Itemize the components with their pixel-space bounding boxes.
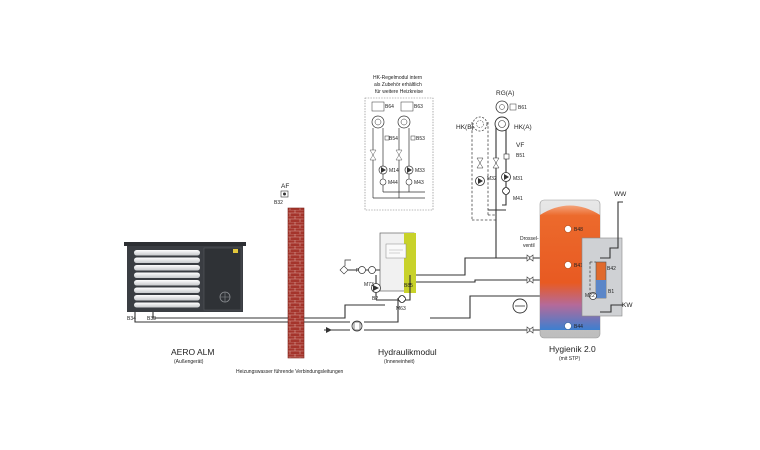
module-note-line-1: HK-Regelmodul intern [373, 75, 422, 81]
label-p: P [356, 268, 360, 274]
label-b1: B1 [608, 289, 614, 295]
hydraulic-module [379, 232, 416, 293]
heating-circuit-pipes [488, 125, 525, 259]
check-valves [526, 254, 534, 334]
outdoor-unit-subtitle: (Außengerät) [174, 359, 204, 365]
sensor-b48-icon [564, 225, 572, 233]
dirt-separator-icon [351, 320, 363, 332]
label-m73: M73 [364, 282, 374, 288]
radiator-a-icon [494, 116, 510, 132]
label-b54: B54 [389, 136, 398, 142]
pressure-gauge-icon [358, 266, 366, 274]
label-b53: B53 [416, 136, 425, 142]
expansion-safety-group: P [339, 259, 380, 275]
label-b85: B85 [404, 283, 413, 289]
heating-circuit-b [471, 116, 496, 221]
label-b34: B34 [127, 316, 136, 322]
expansion-vessel-icon [368, 266, 376, 274]
fresh-water-station [581, 201, 623, 317]
label-b64: B64 [385, 104, 394, 110]
mixer-m43-icon [405, 178, 413, 186]
outdoor-unit-title: AERO ALM [171, 347, 214, 357]
mixer-m41-icon [502, 187, 510, 195]
safety-valve-icon [339, 265, 349, 275]
label-m22: M22 [585, 293, 595, 299]
label-b51: B51 [516, 153, 525, 159]
radiator-hk1-icon [371, 115, 385, 129]
hydraulic-subtitle: (Inneneinheit) [384, 359, 415, 365]
label-b2: B2 [372, 296, 378, 302]
label-kw: KW [622, 302, 633, 309]
label-b32: B32 [274, 200, 283, 206]
label-b63: B63 [414, 104, 423, 110]
module-note-line-3: für weitere Heizkreise [375, 89, 423, 95]
label-b61: B61 [518, 105, 527, 111]
status-led-icon [233, 249, 238, 253]
label-m44: M44 [388, 180, 398, 186]
sensor-b41-icon [564, 261, 572, 269]
outdoor-unit-lid [124, 242, 246, 246]
label-hk-b: HK(B) [456, 124, 474, 131]
hydraulic-display [385, 243, 407, 259]
label-m43: M43 [414, 180, 424, 186]
tank-subtitle: (mit STP) [559, 356, 580, 362]
label-m41: M41 [513, 196, 523, 202]
outdoor-unit-grille [134, 250, 200, 308]
tank-title: Hygienik 2.0 [549, 344, 596, 354]
sensor-b44-icon [564, 322, 572, 330]
heating-circuit-a [492, 100, 511, 196]
sensor-b61-icon [509, 103, 517, 111]
label-m33: M33 [415, 168, 425, 174]
sensor-b51-icon [503, 153, 510, 160]
label-ww: WW [614, 191, 627, 198]
label-m14: M14 [389, 168, 399, 174]
hydraulic-title: Hydraulikmodul [378, 347, 437, 357]
mixer-m44-icon [379, 178, 387, 186]
drossel-label-1: Drossel- [520, 236, 539, 242]
label-b42: B42 [607, 266, 616, 272]
label-m31: M31 [513, 176, 523, 182]
outdoor-unit [124, 242, 246, 312]
tank-feed-pipes [416, 257, 540, 331]
room-unit-icon [495, 100, 509, 114]
radiator-hk2-icon [397, 115, 411, 129]
label-b41: B41 [574, 263, 583, 269]
pump-m22-icon [589, 292, 597, 300]
label-b33: B33 [147, 316, 156, 322]
radiator-b-icon [472, 116, 488, 132]
mixer-m63-icon [398, 295, 406, 303]
label-vf: VF [516, 142, 524, 149]
label-m63: M63 [396, 306, 406, 312]
drossel-label-2: ventil [523, 243, 535, 249]
label-m32: M32 [487, 176, 497, 182]
label-b44: B44 [574, 324, 583, 330]
hk-control-module-accessory [364, 97, 434, 211]
label-rg-a: RG(A) [496, 90, 514, 97]
label-b48: B48 [574, 227, 583, 233]
pipes-note: Heizungswasser führende Verbindungsleitu… [236, 369, 344, 375]
exterior-wall [287, 207, 305, 359]
connection-pipes [134, 298, 525, 331]
flow-arrow-icon [326, 327, 332, 333]
label-hk-a: HK(A) [514, 124, 532, 131]
module-note-line-2: als Zubehör erhältlich [374, 82, 422, 88]
label-af: AF [281, 183, 289, 190]
